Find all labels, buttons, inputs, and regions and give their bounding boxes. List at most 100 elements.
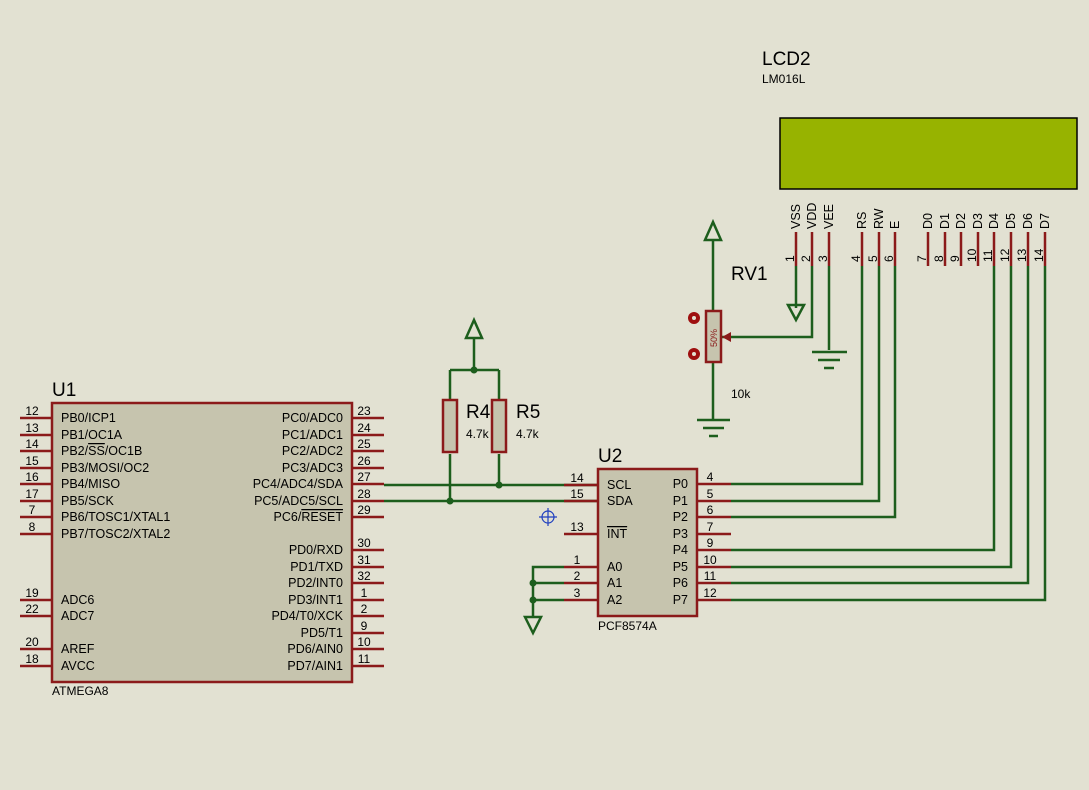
wire-p0-rs[interactable] (731, 266, 864, 486)
u2-right-pin[interactable]: 7P3 (673, 520, 731, 541)
potentiometer-rv1[interactable]: 50% RV1 10k (688, 264, 768, 401)
resistor-r5[interactable]: R5 4.7k (490, 398, 540, 454)
lcd-part: LM016L (762, 72, 806, 86)
resistor-r4[interactable]: R4 4.7k (441, 398, 491, 454)
pin-number: 9 (707, 536, 714, 550)
power-terminal-icon[interactable] (703, 218, 723, 242)
wire-p5-d5[interactable] (731, 266, 1013, 569)
pin-label: P3 (673, 527, 688, 541)
wire-p1-rw[interactable] (731, 266, 881, 503)
lcd-pin[interactable]: RS4 (849, 212, 869, 266)
pin-number: 6 (882, 255, 896, 262)
ground-icon[interactable] (697, 418, 730, 438)
u2-right-pin[interactable]: 9P4 (673, 536, 731, 557)
pin-label: E (888, 221, 902, 229)
pin-number: 15 (570, 487, 584, 501)
lcd-screen[interactable] (779, 117, 1078, 190)
rv1-body[interactable] (704, 309, 723, 364)
ground-icon[interactable] (785, 303, 807, 323)
wire-vdd-wiper[interactable] (722, 266, 814, 339)
wire-addr-a0[interactable] (531, 565, 564, 617)
r5-body[interactable] (490, 398, 508, 454)
u2-body[interactable] (596, 467, 699, 618)
wire-p2-e[interactable] (731, 266, 897, 519)
wire-p7-d7[interactable] (731, 266, 1047, 602)
lcd-lm016l[interactable]: LCD2 LM016L VSS1VDD2VEE3RS4RW5E6D07D18D2… (762, 49, 1078, 266)
u1-body[interactable] (50, 401, 354, 684)
pin-number: 15 (25, 454, 39, 468)
ground-icon[interactable] (812, 350, 847, 370)
lcd-pin[interactable]: D29 (948, 213, 968, 266)
pin-label: A1 (607, 576, 622, 590)
lcd-pin[interactable]: E6 (882, 221, 902, 266)
lcd-pin[interactable]: RW5 (866, 208, 886, 266)
pin-number: 16 (25, 470, 39, 484)
pin-label: RS (855, 212, 869, 229)
pin-label: P6 (673, 576, 688, 590)
u2-right-pin[interactable]: 5P1 (673, 487, 731, 508)
probe-marker-dot (692, 316, 696, 320)
pin-number: 9 (361, 619, 368, 633)
wire-p4-d4[interactable] (731, 266, 996, 552)
r4-body[interactable] (441, 398, 459, 454)
pin-label: PD4/T0/XCK (271, 609, 343, 623)
pin-label: PC3/ADC3 (282, 461, 343, 475)
u2-right-pin[interactable]: 6P2 (673, 503, 731, 524)
lcd-pin[interactable]: D18 (932, 213, 952, 266)
pin-number: 14 (25, 437, 39, 451)
ground-icon[interactable] (522, 615, 544, 636)
power-terminal-icon[interactable] (464, 316, 484, 340)
wire-p6-d6[interactable] (731, 266, 1030, 585)
u2-right-pin[interactable]: 4P0 (673, 470, 731, 491)
lcd-pin[interactable]: D07 (915, 213, 935, 266)
